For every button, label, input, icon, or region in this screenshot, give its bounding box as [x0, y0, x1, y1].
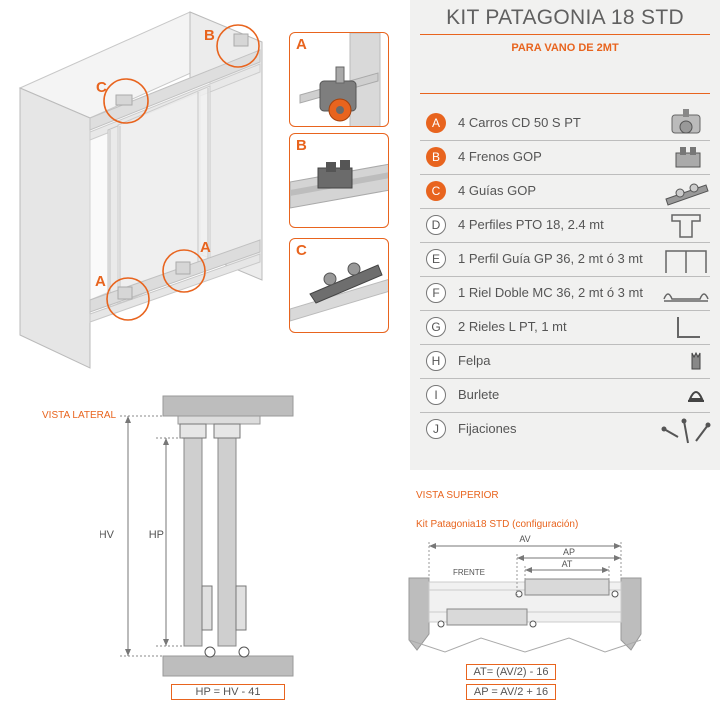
parts-panel: KIT PATAGONIA 18 STD PARA VANO DE 2MT A … — [410, 0, 720, 470]
cabinet-isometric: B C A A — [18, 11, 263, 369]
profile-icon — [671, 214, 701, 238]
detail-box-a: A — [289, 32, 389, 127]
part-badge: D — [426, 215, 446, 235]
hv-label: HV — [100, 529, 115, 541]
guide-profile-icon — [665, 250, 707, 273]
hp-formula: HP = HV - 41 — [171, 684, 285, 700]
side-view-label: VISTA LATERAL — [42, 410, 117, 421]
part-label: 4 Frenos GOP — [458, 149, 542, 164]
part-label: 4 Carros CD 50 S PT — [458, 115, 581, 130]
part-row-g: G 2 Rieles L PT, 1 mt — [424, 311, 714, 345]
part-badge: E — [426, 249, 446, 269]
part-badge: G — [426, 317, 446, 337]
detail-letter: C — [296, 242, 307, 259]
kit-subtitle: PARA VANO DE 2MT — [511, 42, 619, 54]
callout-circle-c — [103, 78, 149, 124]
hp-label: HP — [149, 529, 164, 541]
carriage-icon — [671, 109, 701, 134]
kit-title: KIT PATAGONIA 18 STD — [446, 6, 684, 29]
top-view-subtitle: Kit Patagonia18 STD (configuración) — [416, 519, 579, 530]
top-view-label: VISTA SUPERIOR — [416, 490, 499, 501]
side-view-diagram: HV HP — [100, 395, 294, 677]
detail-box-b: B — [289, 133, 389, 228]
guide-detail-illustration — [290, 262, 388, 322]
part-row-h: H Felpa — [424, 345, 714, 379]
part-label: Fijaciones — [458, 421, 517, 436]
top-view-diagram: AV AP AT FRENTE — [408, 534, 642, 653]
part-label: 1 Perfil Guía GP 36, 2 mt ó 3 mt — [458, 251, 643, 266]
part-label: 4 Guías GOP — [458, 183, 537, 198]
frente-label: FRENTE — [453, 568, 485, 577]
part-badge: H — [426, 351, 446, 371]
part-label: Burlete — [458, 387, 500, 402]
callout-circle-a-left — [106, 277, 150, 321]
part-badge: C — [426, 181, 446, 201]
l-rail-icon — [677, 317, 700, 338]
part-row-i: I Burlete — [424, 379, 714, 413]
part-badge: B — [426, 147, 446, 167]
part-row-j: J Fijaciones — [424, 413, 714, 447]
carriage-detail-illustration — [299, 33, 381, 126]
at-formula: AT= (AV/2) - 16 — [466, 664, 556, 680]
subtitle-rule — [420, 93, 710, 94]
double-rail-icon — [663, 293, 709, 302]
ap-formula: AP = AV/2 + 16 — [466, 684, 556, 700]
av-label: AV — [519, 534, 530, 544]
brake-icon — [675, 147, 701, 168]
detail-box-c: C — [289, 238, 389, 333]
weatherstrip-icon — [688, 391, 704, 402]
part-badge: F — [426, 283, 446, 303]
guide-icon — [665, 183, 709, 206]
callout-letter-c: C — [96, 79, 107, 96]
part-label: Felpa — [458, 353, 491, 368]
part-badge: J — [426, 419, 446, 439]
title-rule — [420, 34, 710, 35]
screws-icon — [661, 418, 711, 444]
callout-circle-a-right — [162, 249, 206, 293]
part-badge: I — [426, 385, 446, 405]
part-row-c: C 4 Guías GOP — [424, 175, 714, 209]
callout-circle-b — [216, 24, 260, 68]
part-row-f: F 1 Riel Doble MC 36, 2 mt ó 3 mt — [424, 277, 714, 311]
part-row-d: D 4 Perfiles PTO 18, 2.4 mt — [424, 209, 714, 243]
at-label: AT — [562, 559, 573, 569]
part-row-a: A 4 Carros CD 50 S PT — [424, 107, 714, 141]
part-label: 2 Rieles L PT, 1 mt — [458, 319, 567, 334]
part-badge: A — [426, 113, 446, 133]
detail-letter: B — [296, 137, 307, 154]
detail-letter: A — [296, 36, 307, 53]
callout-letter-a-right: A — [200, 239, 211, 256]
brake-detail-illustration — [290, 160, 388, 209]
part-row-e: E 1 Perfil Guía GP 36, 2 mt ó 3 mt — [424, 243, 714, 277]
callout-letter-a-left: A — [95, 273, 106, 290]
ap-label: AP — [563, 547, 575, 557]
felt-icon — [691, 351, 701, 370]
callout-letter-b: B — [204, 27, 215, 44]
part-label: 1 Riel Doble MC 36, 2 mt ó 3 mt — [458, 285, 643, 300]
part-row-b: B 4 Frenos GOP — [424, 141, 714, 175]
part-label: 4 Perfiles PTO 18, 2.4 mt — [458, 217, 604, 232]
